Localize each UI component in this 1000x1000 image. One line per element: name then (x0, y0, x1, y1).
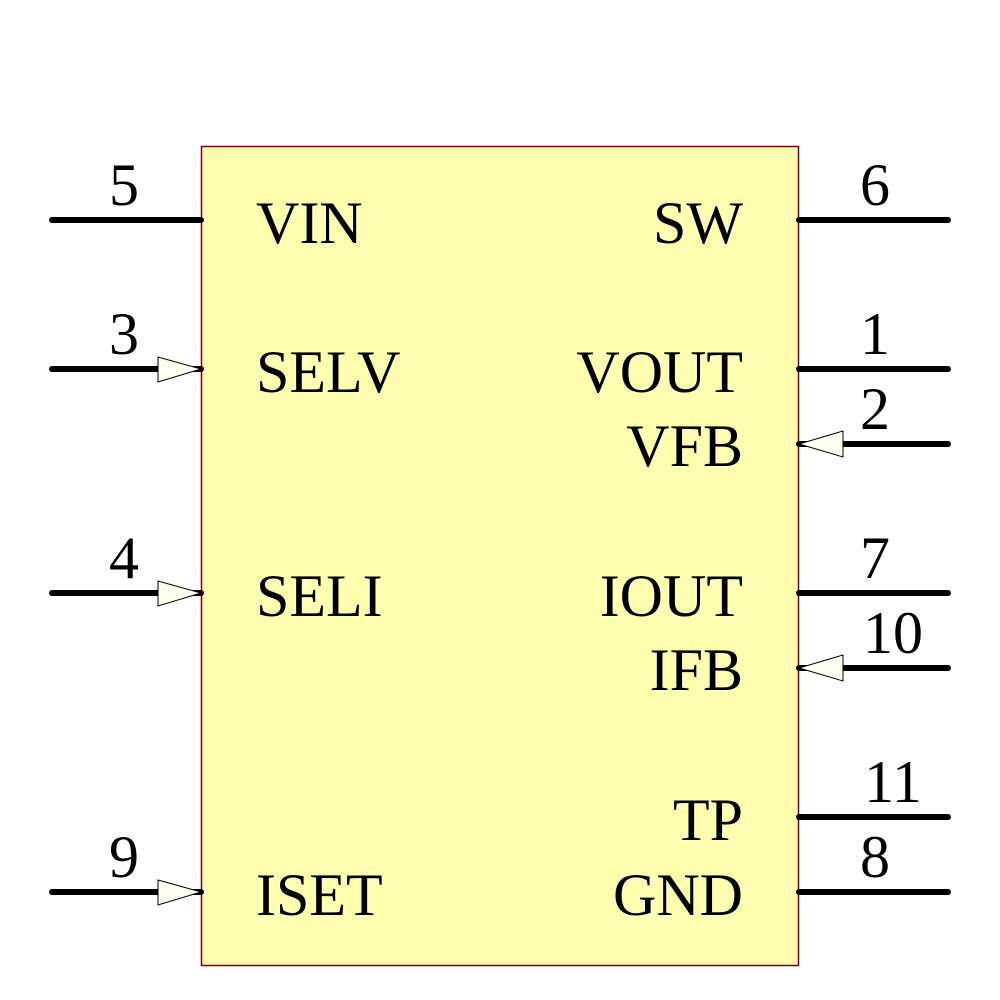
input-arrow-icon (157, 356, 203, 383)
input-arrow-icon (157, 879, 203, 906)
pin-5[interactable]: 5 VIN (49, 152, 363, 256)
pin-9[interactable]: 9 ISET (49, 824, 383, 928)
pin-number: 3 (109, 301, 139, 367)
pin-6[interactable]: 6 SW (653, 152, 951, 256)
pin-number: 5 (109, 152, 139, 218)
pin-number: 9 (109, 824, 139, 890)
pin-1[interactable]: 1 VOUT (576, 301, 951, 405)
input-arrow-icon (797, 430, 844, 458)
pin-3[interactable]: 3 SELV (49, 301, 401, 405)
pin-name: SELI (256, 563, 383, 629)
component-body (200, 145, 800, 967)
pin-number: 2 (860, 376, 890, 442)
pin-7[interactable]: 7 IOUT (600, 525, 951, 629)
pin-4[interactable]: 4 SELI (49, 525, 383, 629)
pin-number: 6 (860, 152, 890, 218)
pin-number: 10 (863, 600, 923, 666)
pin-number: 7 (860, 525, 890, 591)
pin-name: VIN (256, 190, 363, 256)
pin-11[interactable]: 11 TP (673, 749, 951, 853)
input-arrow-icon (797, 654, 844, 682)
pin-name: IOUT (600, 563, 743, 629)
pin-2[interactable]: 2 VFB (626, 376, 951, 479)
pin-name: VFB (626, 413, 743, 479)
pin-number: 11 (864, 749, 922, 815)
input-arrow-icon (157, 580, 203, 607)
pin-number: 1 (860, 301, 890, 367)
pin-name: GND (613, 862, 743, 928)
pin-10[interactable]: 10 IFB (650, 600, 951, 703)
pin-number: 8 (860, 824, 890, 890)
pin-name: IFB (650, 637, 743, 703)
pin-name: ISET (256, 862, 383, 928)
pin-8[interactable]: 8 GND (613, 824, 951, 928)
pin-name: SW (653, 190, 743, 256)
pin-number: 4 (109, 525, 139, 591)
pin-name: TP (673, 787, 743, 853)
pin-name: SELV (256, 339, 401, 405)
pin-name: VOUT (576, 339, 743, 405)
